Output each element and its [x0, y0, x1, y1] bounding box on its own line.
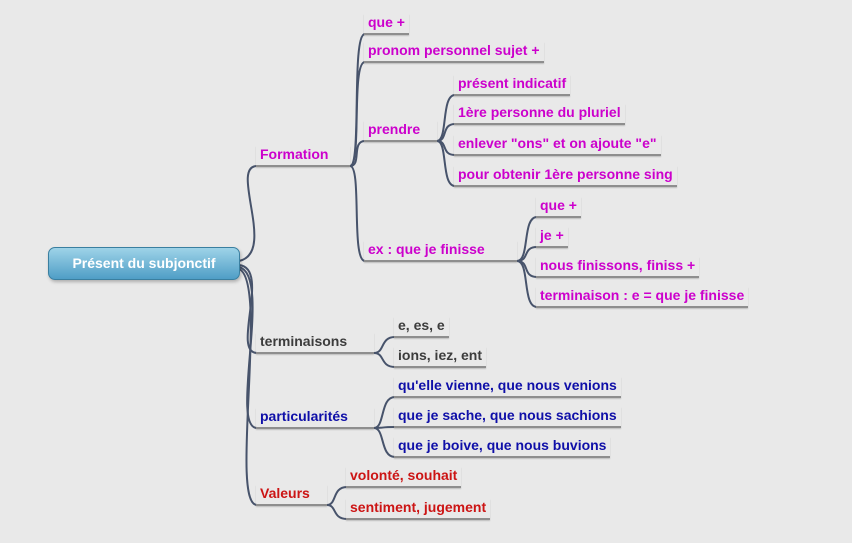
node-pour-obtenir-premiere-personne-sing[interactable]: pour obtenir 1ère personne sing: [454, 166, 677, 187]
edge-formation-ex: [349, 165, 366, 262]
edge-ex-que-plus: [516, 216, 538, 262]
node-ions-iez-ent[interactable]: ions, iez, ent: [394, 347, 487, 368]
branch-terminaisons[interactable]: terminaisons: [256, 333, 374, 354]
node-e-es-e[interactable]: e, es, e: [394, 317, 449, 338]
edge-particularites-vienne: [373, 396, 396, 429]
node-enlever-ons-ajoute-e[interactable]: enlever "ons" et on ajoute "e": [454, 135, 661, 156]
node-prendre[interactable]: prendre: [364, 121, 437, 142]
node-que-je-boive-buvions[interactable]: que je boive, que nous buvions: [394, 437, 611, 458]
node-sentiment-jugement[interactable]: sentiment, jugement: [346, 499, 491, 520]
node-ex-je-plus[interactable]: je +: [536, 227, 568, 248]
branch-formation[interactable]: Formation: [256, 146, 350, 167]
edge-formation-prendre: [349, 140, 366, 167]
edge-root-formation: [238, 165, 258, 262]
edge-valeurs-sentiment: [326, 504, 348, 520]
branch-particularites[interactable]: particularités: [256, 408, 374, 429]
edge-terminaisons-e-es-e: [373, 336, 396, 354]
node-nous-finissons-finiss[interactable]: nous finissons, finiss +: [536, 257, 700, 278]
edge-formation-que-plus: [349, 33, 366, 167]
edge-ex-terminaison: [516, 260, 538, 308]
edge-prendre-pour-obtenir: [436, 140, 456, 187]
node-ex-que-je-finisse[interactable]: ex : que je finisse: [364, 241, 517, 262]
edge-ex-je-plus: [516, 246, 538, 262]
node-present-indicatif[interactable]: présent indicatif: [454, 75, 571, 96]
edge-prendre-enlever-ons: [436, 140, 456, 156]
branch-valeurs[interactable]: Valeurs: [256, 485, 327, 506]
edge-prendre-present-indicatif: [436, 94, 456, 142]
node-quelle-vienne-venions[interactable]: qu'elle vienne, que nous venions: [394, 377, 621, 398]
root-node[interactable]: Présent du subjonctif: [48, 247, 240, 280]
edge-formation-pronom: [349, 61, 366, 167]
node-terminaison-e-que-je-finisse[interactable]: terminaison : e = que je finisse: [536, 287, 749, 308]
edge-root-terminaisons: [238, 264, 258, 354]
edge-particularites-boive: [373, 427, 396, 458]
node-volonte-souhait[interactable]: volonté, souhait: [346, 467, 462, 488]
edge-ex-nous-finissons: [516, 260, 538, 278]
node-que-je-sache-sachions[interactable]: que je sache, que nous sachions: [394, 407, 621, 428]
node-que-plus[interactable]: que +: [364, 14, 409, 35]
node-pronom-personnel-sujet[interactable]: pronom personnel sujet +: [364, 42, 544, 63]
edge-valeurs-volonte: [326, 486, 348, 506]
edge-root-valeurs: [238, 268, 258, 506]
edge-prendre-1ere-personne: [436, 123, 456, 142]
edge-particularites-sache: [373, 426, 396, 429]
edge-terminaisons-ions: [373, 352, 396, 368]
node-premiere-personne-pluriel[interactable]: 1ère personne du pluriel: [454, 104, 625, 125]
node-ex-que-plus[interactable]: que +: [536, 197, 581, 218]
edge-root-particularites: [238, 266, 258, 429]
